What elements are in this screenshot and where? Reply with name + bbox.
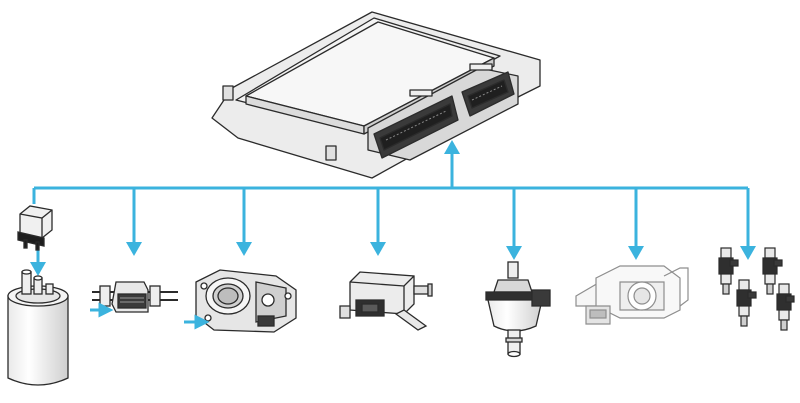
solenoid-valve-icon <box>339 271 433 331</box>
ecu-arrow-head <box>444 140 460 154</box>
arrow-idle <box>628 246 644 260</box>
fuel-injector-icon <box>776 283 795 331</box>
fuel-injector-icon <box>762 247 783 295</box>
arrowheads <box>30 242 756 276</box>
idle-air-actuator-icon <box>575 265 689 325</box>
arrow-injectors <box>740 246 756 260</box>
fuel-filter-icon <box>92 281 178 313</box>
arrow-pump <box>30 262 46 276</box>
purge-valve-icon <box>485 261 551 358</box>
arrow-filter <box>126 242 142 256</box>
arrow-purge <box>506 246 522 260</box>
fuel-injectors <box>718 247 795 331</box>
arrow-throttle <box>236 242 252 256</box>
throttle-body-icon <box>195 269 297 333</box>
fuel-injector-icon <box>736 279 757 327</box>
arrow-solenoid <box>370 242 386 256</box>
relay-icon <box>17 205 53 251</box>
fuel-injector-icon <box>718 247 739 295</box>
fuel-pump-icon <box>7 269 69 386</box>
ecu-module <box>211 11 541 179</box>
